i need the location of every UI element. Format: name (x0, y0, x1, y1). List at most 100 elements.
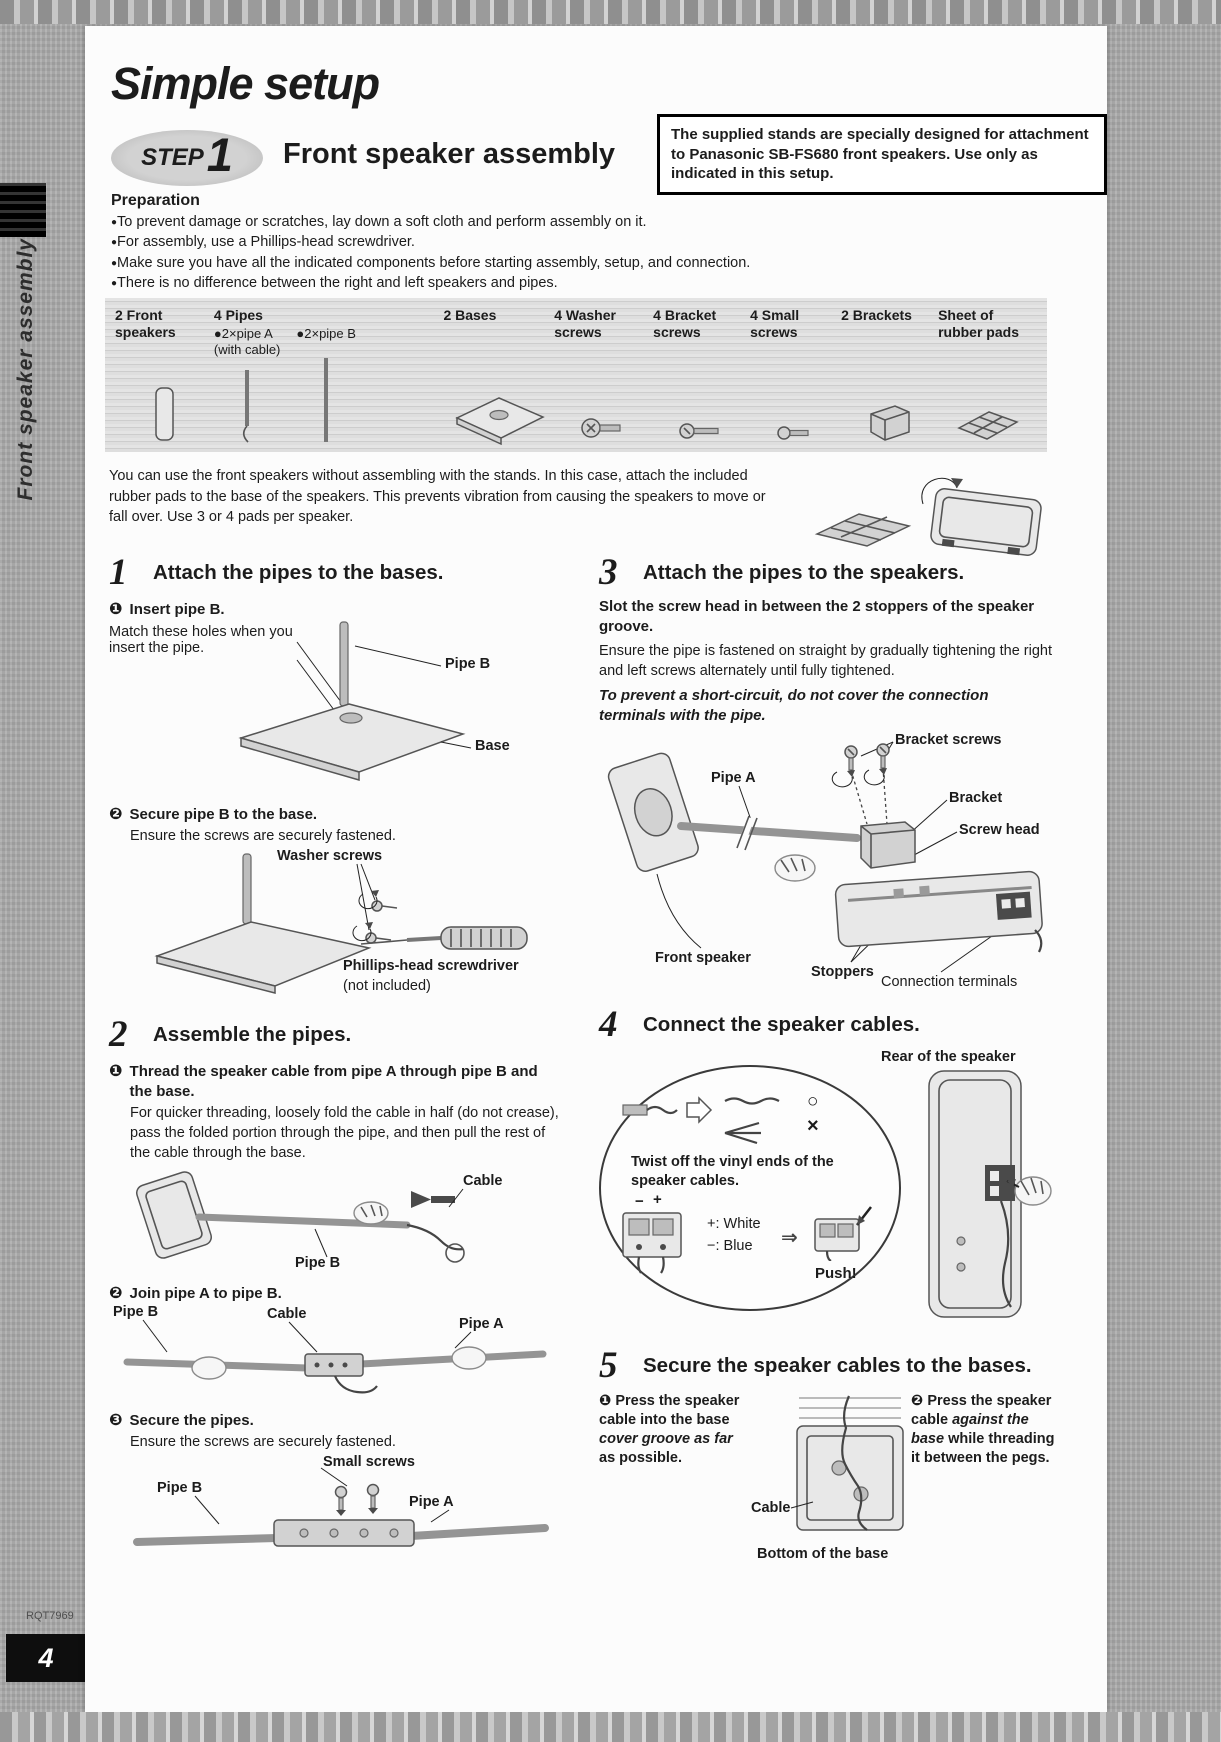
step5-substep1-text2: as possible. (599, 1450, 683, 1467)
pipe-b-label: Pipe B (113, 1303, 159, 1320)
step2-substep1-text: Thread the speaker cable from pipe A thr… (129, 1063, 538, 1100)
insert-pipe-art (238, 620, 472, 781)
front-speaker-label: Front speaker (655, 949, 751, 966)
pipe-b-label: Pipe B (295, 1255, 341, 1271)
step2-title: Assemble the pipes. (153, 1023, 352, 1046)
bad-mark: × (807, 1114, 819, 1137)
step1-substep1-text: Insert pipe B. (129, 601, 225, 618)
pipe-a-label: Pipe A (409, 1494, 454, 1510)
step1-substep1: ❶ Insert pipe B. (109, 600, 559, 620)
pipe-b-label: Pipe B (157, 1480, 203, 1496)
connect-cables-illustration: Rear of the speaker ○ × Twist off the vi… (599, 1049, 1057, 1331)
step2-substep1-note: For quicker threading, loosely fold the … (130, 1105, 559, 1161)
stoppers-label: Stoppers (811, 963, 874, 980)
right-arrow-icon: ⇒ (781, 1226, 798, 1249)
preparation-bullet: Make sure you have all the indicated com… (111, 253, 871, 273)
part-label: 2 Front speakers (115, 307, 176, 340)
attach-pipe-speaker-illustration: Bracket screws Pipe A Bracket Screw head… (599, 726, 1057, 990)
circled-1-icon: ❶ (599, 1392, 612, 1409)
screw-head-label: Screw head (959, 821, 1040, 838)
bracket-label: Bracket (949, 789, 1003, 806)
preparation-bullet: There is no difference between the right… (111, 273, 871, 293)
step4-heading: 4 Connect the speaker cables. (599, 1006, 1057, 1043)
step3-number: 3 (599, 552, 618, 593)
part-label: 4 Bracket screws (653, 307, 717, 340)
preparation-bullet: To prevent damage or scratches, lay down… (111, 212, 871, 232)
manual-page: Simple setup STEP 1 Front speaker assemb… (85, 26, 1107, 1712)
step5-substep2-text2: while threading it between the pegs. (911, 1431, 1055, 1467)
preparation-heading: Preparation (111, 192, 200, 209)
part-front-speakers: 2 Front speakers (115, 307, 214, 446)
step1-heading: 1 Attach the pipes to the bases. (109, 554, 559, 591)
part-subnote: (with cable) (213, 342, 281, 358)
step3-warning-text: To prevent a short-circuit, do not cover… (599, 686, 989, 724)
part-label: 2 Bases (443, 307, 497, 323)
bracket-screws-label: Bracket screws (895, 731, 1002, 748)
cable-label: Cable (751, 1499, 791, 1516)
circled-2-icon: ❷ (109, 805, 123, 823)
minus-blue-label: −: Blue (707, 1238, 753, 1255)
thread-cable-illustration: Cable Pipe B (109, 1165, 559, 1275)
terminal-plus-label: + (653, 1190, 662, 1208)
part-rubber-pads: Sheet of rubber pads (938, 307, 1037, 446)
step2-number: 2 (109, 1014, 128, 1055)
rear-of-speaker-label: Rear of the speaker (881, 1048, 1016, 1065)
preparation-list: To prevent damage or scratches, lay down… (111, 212, 871, 293)
intro-section: You can use the front speakers without a… (109, 466, 1069, 564)
pipe-a-label: Pipe A (711, 769, 756, 786)
washer-screw-icon (580, 418, 621, 438)
part-brackets: 2 Brackets (841, 307, 938, 446)
not-included-label: (not included) (343, 978, 431, 994)
step1-substep2-note: Ensure the screws are securely fastened. (130, 828, 396, 844)
rubber-pads-illustration (814, 477, 1042, 556)
cable-label: Cable (463, 1173, 503, 1189)
secure-pipe-illustration: Washer screws Phillips-head screwdriver … (109, 848, 559, 1000)
caution-note-box: The supplied stands are specially design… (657, 114, 1107, 195)
step2-substep1: ❶ Thread the speaker cable from pipe A t… (109, 1062, 559, 1101)
base-label: Base (475, 737, 510, 754)
bottom-of-base-label: Bottom of the base (757, 1545, 889, 1562)
join-pipes-illustration: Pipe B Cable Pipe A (109, 1304, 559, 1402)
screwdriver-label: Phillips-head screwdriver (343, 958, 519, 974)
part-label: Sheet of rubber pads (938, 307, 1019, 340)
step2-heading: 2 Assemble the pipes. (109, 1016, 559, 1053)
preparation-section: Preparation To prevent damage or scratch… (111, 192, 871, 293)
twist-wire-art (622, 1095, 780, 1144)
step5-substep1-italic: cover groove as far (599, 1431, 733, 1447)
secure-pipes-art (133, 1467, 549, 1547)
secure-pipe-art (154, 853, 528, 994)
washer-screws-label: Washer screws (277, 848, 383, 864)
part-pipe-b: ●2×pipe B (296, 326, 356, 446)
step2-substep3: ❸ Secure the pipes. (109, 1411, 559, 1431)
cable-detail-oval: ○ × Twist off the vinyl ends of the spea… (599, 1064, 901, 1311)
step2-substep2-text: Join pipe A to pipe B. (129, 1285, 282, 1302)
step-badge-number: 1 (206, 127, 233, 181)
step-badge: STEP 1 (111, 130, 263, 186)
model-code: RQT7969 (26, 1610, 74, 1622)
scan-edge-top (0, 0, 1221, 24)
circled-3-icon: ❸ (109, 1411, 123, 1429)
terminal-minus-label: − (635, 1192, 644, 1210)
step5-substep2-italic: against the base (911, 1411, 1029, 1447)
step1-substep2: ❷ Secure pipe B to the base. (109, 805, 559, 825)
intro-text: You can use the front speakers without a… (109, 468, 766, 526)
connection-terminals-label: Connection terminals (881, 973, 1018, 990)
step3-bold-text: Slot the screw head in between the 2 sto… (599, 598, 1035, 635)
step1-title: Attach the pipes to the bases. (153, 561, 444, 584)
polarity-legend: +: White −: Blue (707, 1213, 761, 1258)
rear-speaker-art (928, 1070, 1052, 1318)
step1-number: 1 (109, 552, 128, 593)
pipe-a-icon (243, 370, 250, 443)
base-bottom-art (790, 1395, 904, 1531)
step3-heading: 3 Attach the pipes to the speakers. (599, 554, 1057, 591)
page-number-box: 4 (6, 1634, 86, 1682)
attach-pipe-speaker-art (607, 741, 1043, 973)
pipe-a-label: Pipe A (459, 1315, 504, 1332)
join-pipes-art (123, 1319, 547, 1393)
parts-strip: 2 Front speakers 4 Pipes ●2×pipe A (with… (105, 298, 1047, 452)
part-label: 2 Brackets (841, 307, 912, 323)
step2-substep3-text: Secure the pipes. (129, 1411, 254, 1429)
insert-pipe-illustration: Match these holes when you insert the pi… (109, 620, 559, 796)
secure-cable-section: ❶ Press the speaker cable into the base … (599, 1392, 1057, 1544)
part-small-screws: 4 Small screws (750, 307, 841, 446)
